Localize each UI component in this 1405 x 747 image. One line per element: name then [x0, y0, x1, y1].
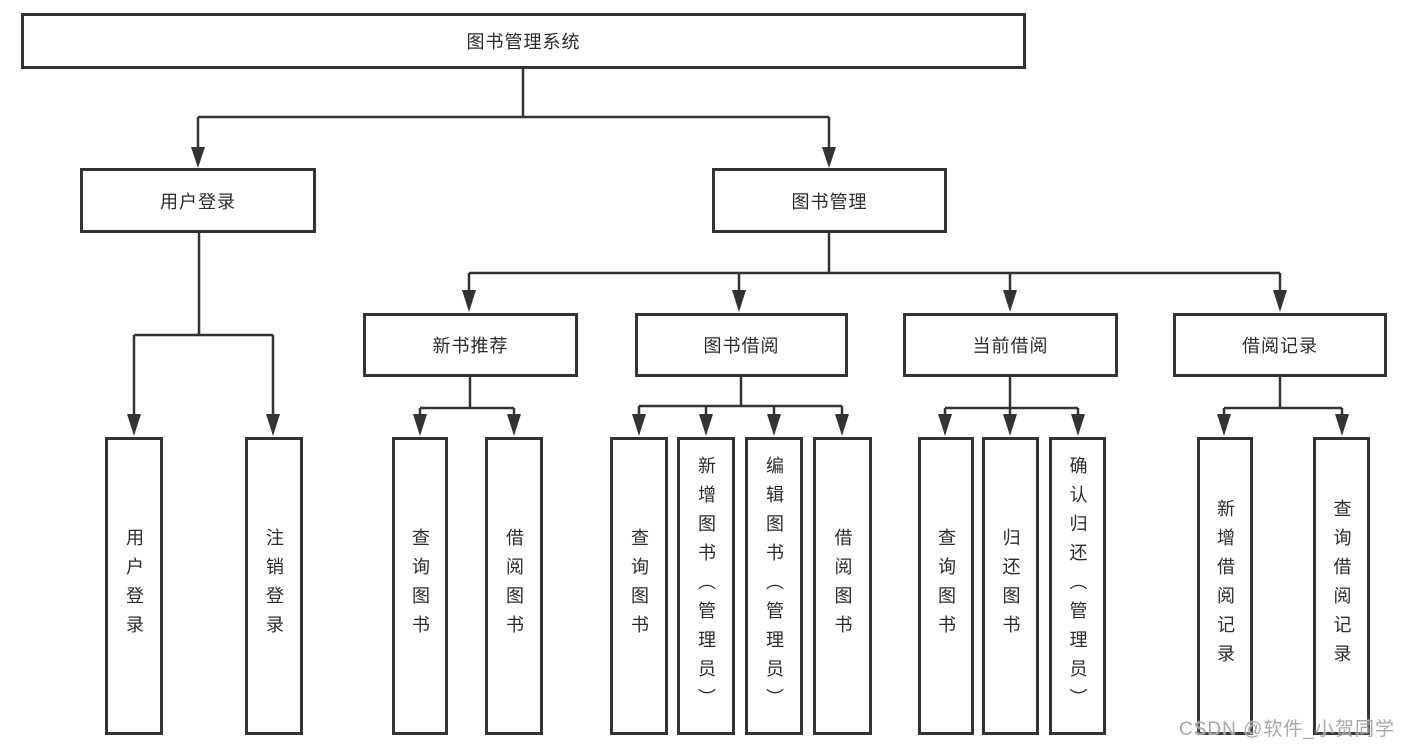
leaf-add-book-admin: 新增图书（管理员） — [677, 437, 735, 735]
arrowhead — [732, 290, 746, 312]
leaf-label: 新增图书（管理员） — [696, 455, 716, 717]
leaf-borrow-books-recommend: 借阅图书 — [485, 437, 543, 735]
arrowhead — [413, 414, 427, 436]
connector-root-branch — [191, 69, 836, 168]
connector-user-login-branch — [127, 233, 280, 436]
arrowhead — [938, 414, 952, 436]
leaf-label: 借阅图书 — [504, 528, 524, 644]
arrowhead — [191, 147, 205, 168]
leaf-query-borrow-record: 查询借阅记录 — [1313, 437, 1370, 735]
arrowhead — [1273, 290, 1287, 312]
arrowhead — [462, 290, 476, 312]
connector-current-borrow-branch — [938, 377, 1085, 436]
leaf-label: 编辑图书（管理员） — [764, 455, 784, 717]
leaf-query-books-current: 查询图书 — [918, 437, 974, 735]
leaf-label: 查询图书 — [629, 528, 649, 644]
arrowhead — [767, 414, 781, 436]
leaf-label: 查询图书 — [936, 528, 956, 644]
node-new-book-recommend: 新书推荐 — [363, 313, 578, 377]
leaf-confirm-return-admin: 确认归还（管理员） — [1049, 437, 1106, 735]
leaf-label: 用户登录 — [124, 528, 144, 644]
leaf-label: 确认归还（管理员） — [1067, 455, 1088, 717]
connector-borrow-records-branch — [1217, 377, 1349, 436]
leaf-edit-book-admin: 编辑图书（管理员） — [745, 437, 803, 735]
leaf-label: 查询图书 — [410, 528, 430, 644]
leaf-borrow-books: 借阅图书 — [813, 437, 872, 735]
node-user-login: 用户登录 — [80, 168, 316, 233]
leaf-label: 新增借阅记录 — [1215, 499, 1235, 673]
connector-book-borrow-branch — [632, 377, 849, 436]
leaf-query-books-recommend: 查询图书 — [392, 437, 448, 735]
arrowhead — [1217, 414, 1231, 436]
arrowhead — [507, 414, 521, 436]
arrowhead — [266, 414, 280, 436]
arrowhead — [127, 414, 141, 436]
node-book-borrow: 图书借阅 — [635, 313, 848, 377]
leaf-label: 借阅图书 — [832, 528, 853, 644]
arrowhead — [699, 414, 713, 436]
node-borrow-records: 借阅记录 — [1173, 313, 1387, 377]
leaf-add-borrow-record: 新增借阅记录 — [1197, 437, 1253, 735]
arrowhead — [1071, 414, 1085, 436]
leaf-label: 注销登录 — [264, 528, 284, 644]
arrowhead — [835, 414, 849, 436]
leaf-user-login: 用户登录 — [105, 437, 163, 735]
arrowhead — [822, 147, 836, 168]
node-book-management: 图书管理 — [712, 168, 947, 233]
leaf-return-books: 归还图书 — [982, 437, 1039, 735]
leaf-logout: 注销登录 — [245, 437, 303, 735]
leaf-query-books-borrow: 查询图书 — [610, 437, 668, 735]
leaf-label: 归还图书 — [1000, 528, 1021, 644]
node-library-system: 图书管理系统 — [21, 13, 1026, 69]
connector-book-management-branch — [462, 233, 1287, 312]
csdn-watermark: CSDN @软件_小贺同学 — [1179, 719, 1395, 740]
arrowhead — [632, 414, 646, 436]
connector-new-book-branch — [413, 377, 521, 436]
arrowhead — [1003, 290, 1017, 312]
leaf-label: 查询借阅记录 — [1331, 499, 1352, 673]
arrowhead — [1335, 414, 1349, 436]
arrowhead — [1003, 414, 1017, 436]
node-current-borrow: 当前借阅 — [903, 313, 1118, 377]
